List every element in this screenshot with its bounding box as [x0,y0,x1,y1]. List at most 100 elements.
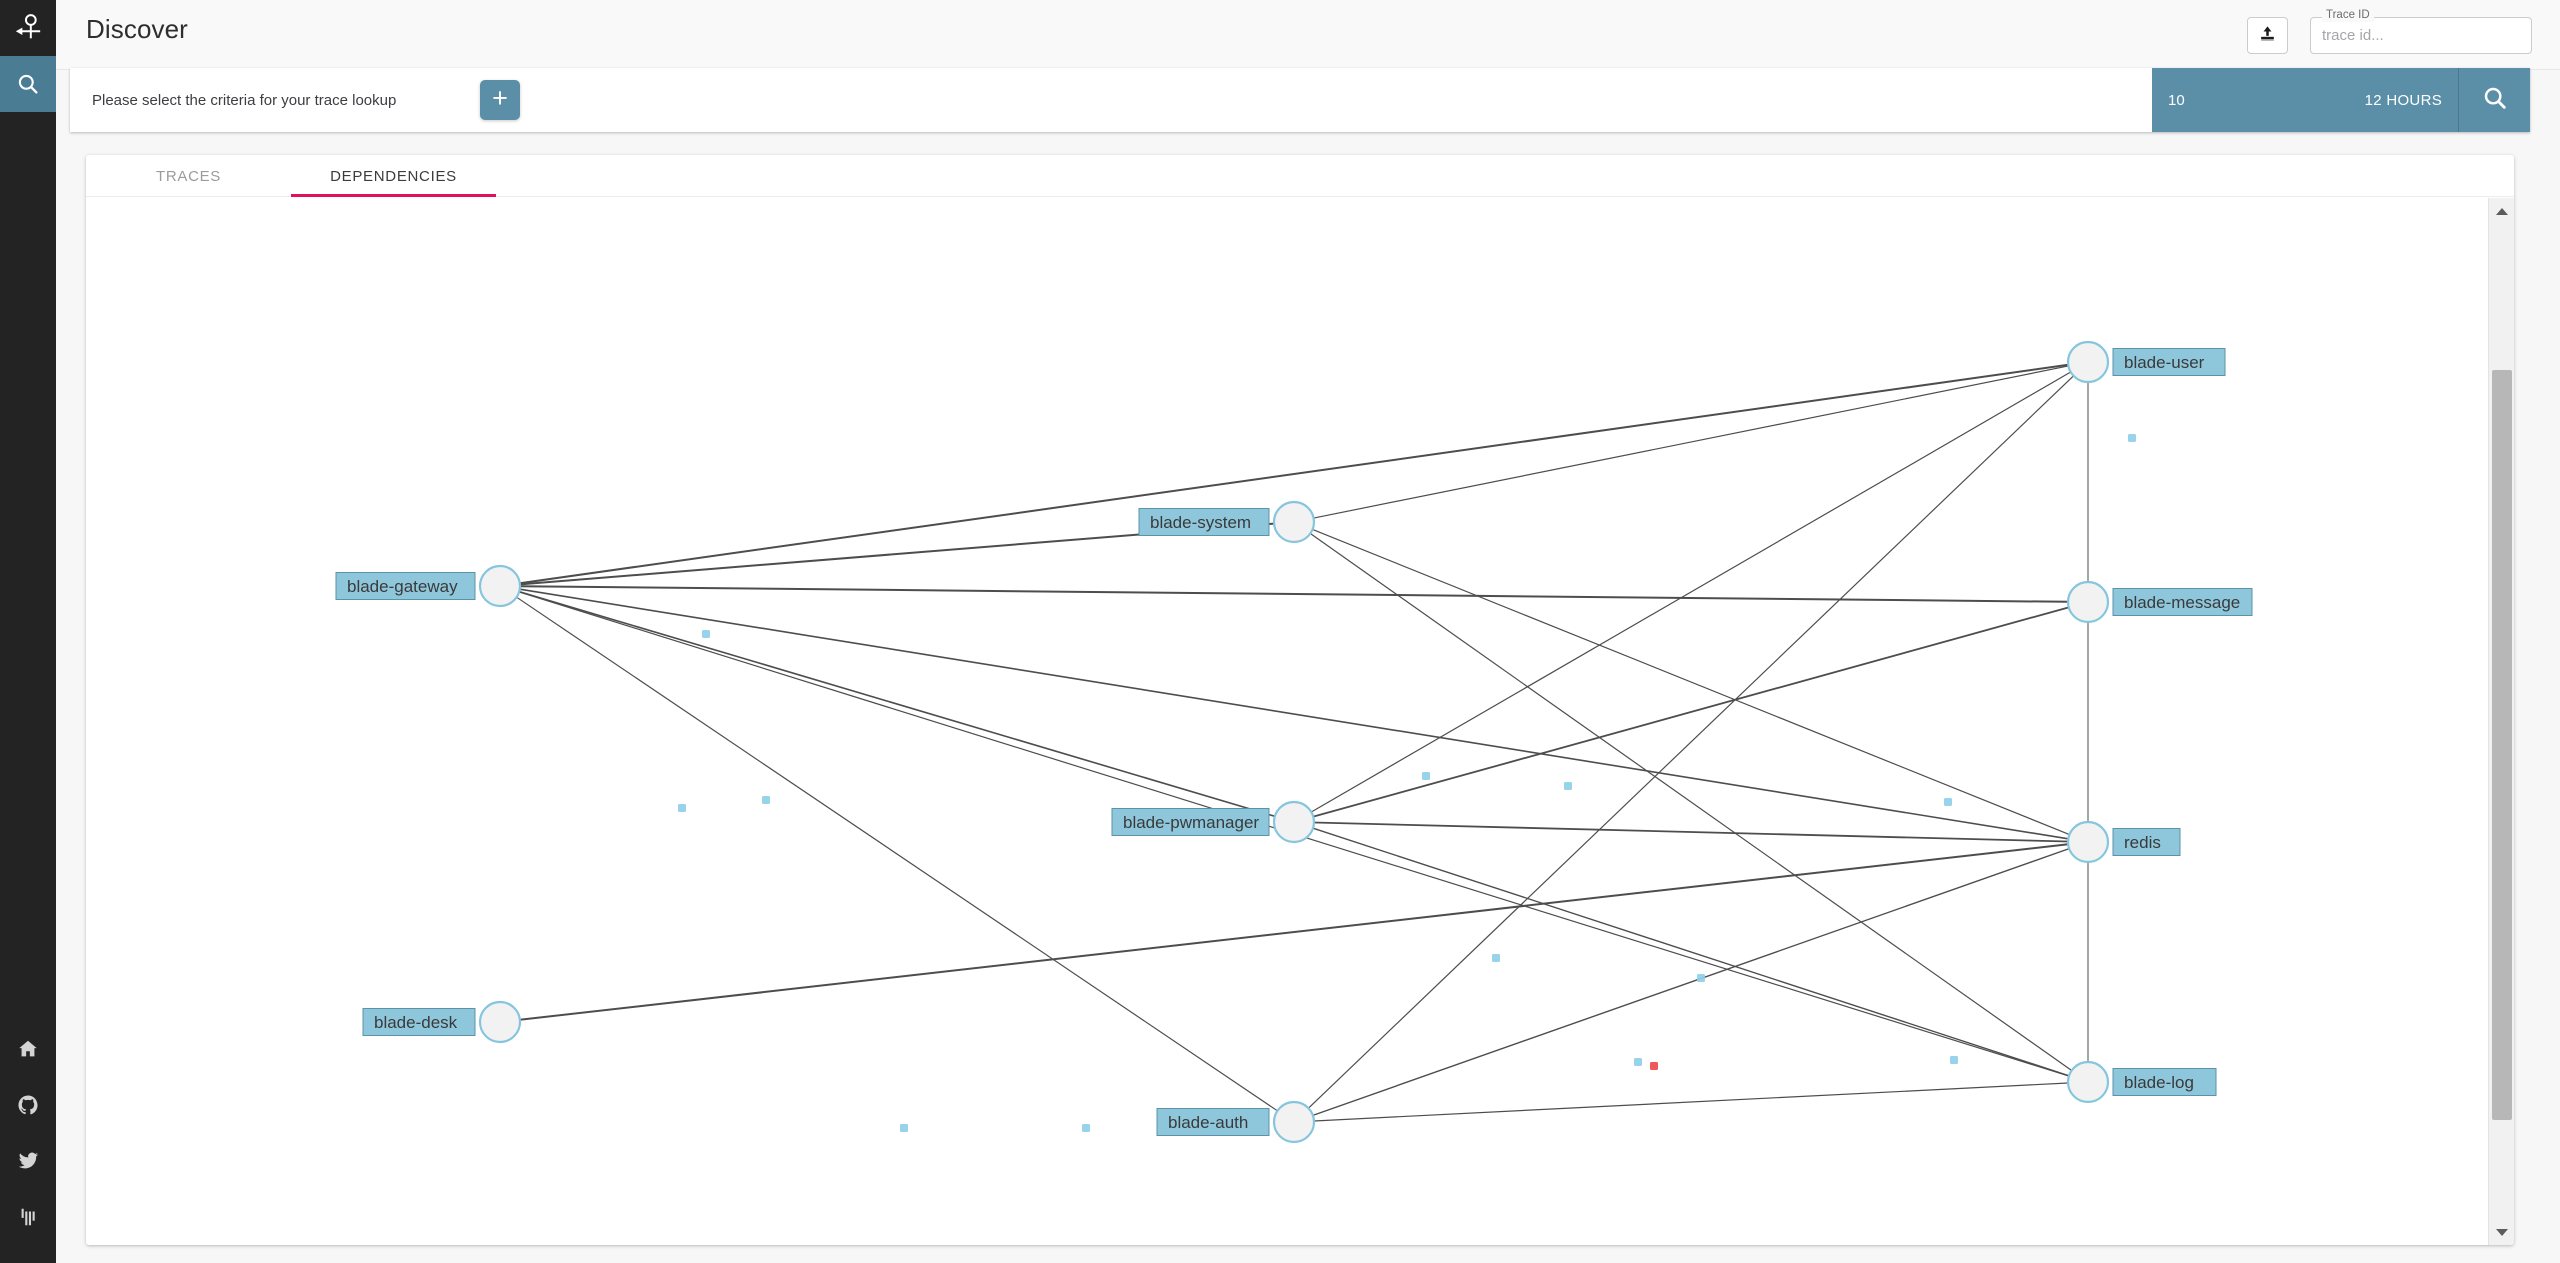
criteria-placeholder: Please select the criteria for your trac… [92,91,397,109]
graph-node[interactable]: blade-pwmanager [1111,800,1316,844]
sidebar-item-github[interactable] [0,1077,56,1133]
dependency-graph-svg[interactable]: blade-gateway blade-system blade-pwmanager… [86,198,2514,1245]
graph-node-circle[interactable] [1272,1100,1316,1144]
graph-node-label-box[interactable] [335,572,476,600]
graph-edge[interactable] [1312,827,2070,1077]
graph-node-label-box[interactable] [2112,588,2253,616]
zipkin-logo-icon[interactable] [0,0,56,56]
graph-edge[interactable] [1313,821,2069,843]
graph-edge[interactable] [1312,528,2070,836]
trace-id-legend: Trace ID [2322,9,2374,22]
graph-traffic-particle [702,630,710,638]
graph-node-label-box[interactable] [2112,1068,2217,1096]
graph-traffic-particle [762,796,770,804]
graph-edge[interactable] [519,588,2069,840]
graph-node-label: blade-message [2124,593,2240,612]
graph-edge[interactable] [1311,371,2071,813]
scrollbar-thumb[interactable] [2492,370,2512,1120]
graph-traffic-particle [1697,974,1705,982]
graph-edge[interactable] [1313,1082,2069,1122]
graph-node-label-box[interactable] [2112,348,2226,376]
search-icon [2482,85,2508,116]
graph-node-label: redis [2124,833,2161,852]
app-header: Discover Trace ID [56,0,2560,70]
upload-icon [2258,24,2277,48]
graph-traffic-particle [1492,954,1500,962]
graph-node[interactable]: blade-log [2066,1060,2217,1104]
graph-node-label-box[interactable] [1111,808,1270,836]
sidebar-item-gitter[interactable] [0,1189,56,1245]
add-criteria-button[interactable]: + [480,80,520,120]
trace-id-input[interactable] [2311,18,2531,53]
trace-id-field[interactable]: Trace ID [2310,9,2532,54]
graph-node[interactable]: blade-user [2066,340,2226,384]
twitter-icon [17,1150,39,1172]
graph-node-circle[interactable] [478,1000,522,1044]
graph-node-circle[interactable] [1272,500,1316,544]
upload-trace-button[interactable] [2247,17,2288,54]
page-title: Discover [86,14,188,44]
graph-node-circle[interactable] [2066,820,2110,864]
graph-traffic-particle [900,1124,908,1132]
graph-edge[interactable] [1313,365,2069,519]
graph-edge[interactable] [1309,533,2073,1071]
graph-node[interactable]: redis [2066,820,2181,864]
graph-particles-layer [678,434,2136,1132]
sidebar-item-search[interactable] [0,56,56,112]
graph-node[interactable]: blade-system [1138,500,1316,544]
gitter-icon [17,1206,39,1228]
graph-traffic-particle [2128,434,2136,442]
sidebar-bottom-group [0,1021,56,1263]
panel-tabs: TRACES DEPENDENCIES [86,155,2514,197]
graph-node-circle[interactable] [2066,1060,2110,1104]
trace-search-bar: Please select the criteria for your trac… [70,68,2530,132]
graph-traffic-particle [1650,1062,1658,1070]
graph-nodes-layer: blade-gateway blade-system blade-pwmanager… [335,340,2253,1144]
graph-node-label: blade-system [1150,513,1251,532]
search-icon [16,72,40,96]
caret-down-icon[interactable] [2489,1219,2514,1245]
limit-selector[interactable]: 10 [2152,68,2288,132]
graph-node-label-box[interactable] [1156,1108,1270,1136]
graph-node[interactable]: blade-desk [362,1000,522,1044]
graph-traffic-particle [1944,798,1952,806]
graph-traffic-particle [1082,1124,1090,1132]
caret-up-icon[interactable] [2489,198,2514,224]
sidebar-item-home[interactable] [0,1021,56,1077]
graph-node-circle[interactable] [1272,800,1316,844]
graph-edge[interactable] [519,363,2069,585]
sidebar-item-twitter[interactable] [0,1133,56,1189]
dependency-graph[interactable]: blade-gateway blade-system blade-pwmanager… [86,198,2514,1245]
graph-node-circle[interactable] [2066,340,2110,384]
graph-node-label: blade-gateway [347,577,458,596]
graph-node-label: blade-pwmanager [1123,813,1259,832]
tab-traces[interactable]: TRACES [155,167,222,185]
graph-node-label: blade-auth [1168,1113,1248,1132]
graph-edge[interactable] [1312,847,2070,1117]
graph-edge[interactable] [518,590,1276,818]
graph-edge[interactable] [519,843,2069,1021]
graph-node-label-box[interactable] [362,1008,476,1036]
graph-node-circle[interactable] [478,564,522,608]
graph-node-circle[interactable] [2066,580,2110,624]
graph-traffic-particle [678,804,686,812]
graph-vertical-scrollbar[interactable] [2488,198,2514,1245]
graph-node-label-box[interactable] [2112,828,2181,856]
graph-edge[interactable] [1313,606,2069,818]
graph-edge[interactable] [519,585,2069,603]
graph-edges-layer [516,363,2089,1122]
graph-node[interactable]: blade-message [2066,580,2253,624]
graph-traffic-particle [1422,772,1430,780]
left-sidebar [0,0,56,1263]
graph-edge[interactable] [1308,375,2074,1109]
graph-node[interactable]: blade-auth [1156,1100,1316,1144]
graph-edge[interactable] [516,596,1278,1112]
tab-dependencies[interactable]: DEPENDENCIES [291,155,496,197]
graph-node[interactable]: blade-gateway [335,564,522,608]
lookback-selector[interactable]: 12 HOURS [2288,68,2458,132]
criteria-area[interactable]: Please select the criteria for your trac… [70,68,2152,132]
graph-node-label-box[interactable] [1138,508,1270,536]
search-submit-button[interactable] [2458,68,2530,132]
graph-node-label: blade-desk [374,1013,458,1032]
github-icon [17,1094,39,1116]
